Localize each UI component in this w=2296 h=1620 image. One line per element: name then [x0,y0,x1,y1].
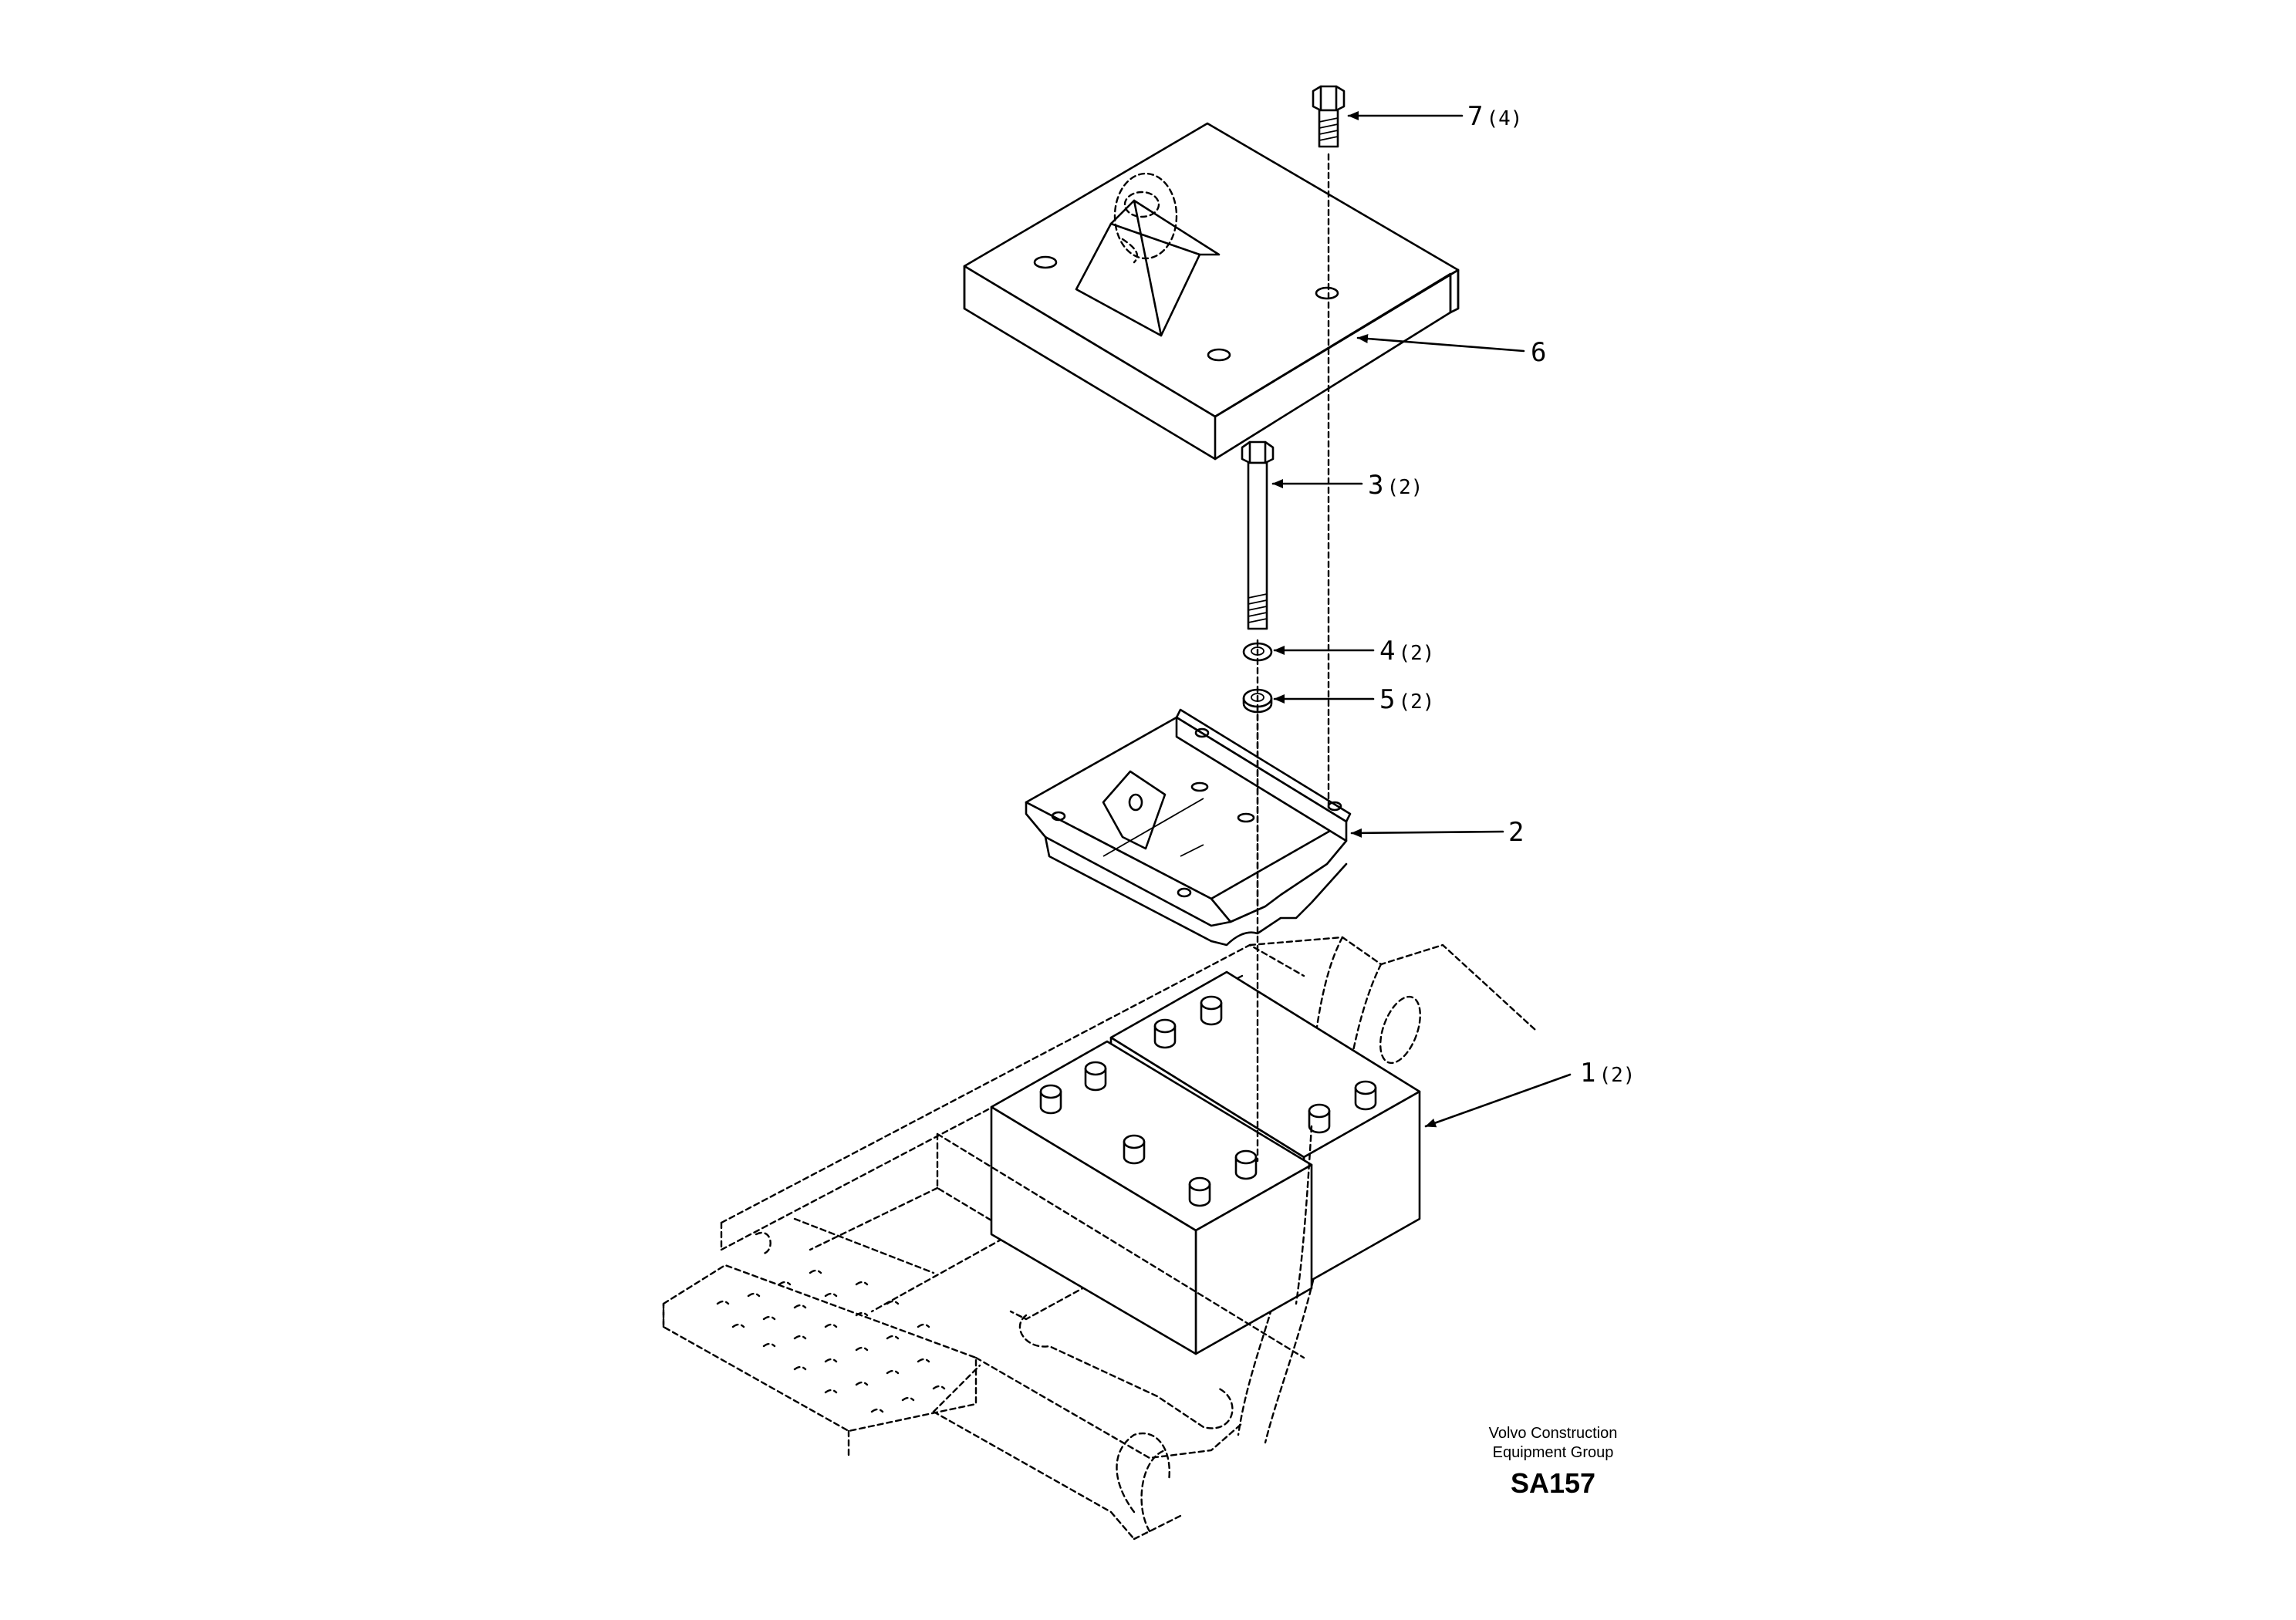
battery-back-terminals [1153,995,1377,1134]
step-plate-holes [716,1269,946,1413]
frame-outline [662,936,1537,1541]
callout-2: 2 [1508,817,1524,848]
callout-labels: 7(4) 6 3(2) 4(2) 5(2) 2 1(2) [1368,101,1635,1088]
callout-1: 1(2) [1580,1058,1635,1088]
assembly-center-lines [1256,153,1330,1163]
credit-line-1: Volvo Construction [1489,1425,1618,1442]
hold-down-bracket [1025,708,1352,947]
leader-lines [1271,111,1572,1128]
credit-line-2: Equipment Group [1493,1444,1614,1461]
credit-block: Volvo Construction Equipment Group SA157 [1489,1425,1618,1499]
callout-5: 5(2) [1379,684,1434,715]
callout-3: 3(2) [1368,470,1423,501]
bolt-7 [1312,85,1346,148]
callout-6: 6 [1531,337,1546,368]
bolt-3 [1241,440,1275,630]
frame-crossing-line-2 [1295,1125,1313,1305]
frame-crossing-line [936,1132,1305,1359]
battery-front-terminals [1039,1061,1258,1207]
figure-id: SA157 [1511,1467,1595,1499]
battery-front [990,1040,1313,1355]
callout-4: 4(2) [1379,636,1434,667]
battery-cover [963,122,1460,461]
callout-7: 7(4) [1467,101,1522,132]
